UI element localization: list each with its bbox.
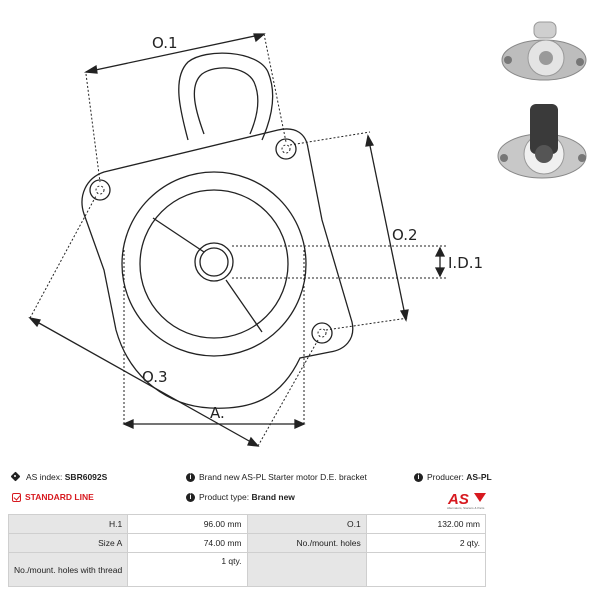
spec-key [246, 552, 367, 587]
spec-row: No./mount. holes with thread 1 qty. [7, 552, 487, 587]
spec-table: H.1 96.00 mm O.1 132.00 mm Size A 74.00 … [7, 514, 487, 587]
spec-key: Size A [7, 533, 129, 553]
product-type-value: Brand new [251, 492, 295, 502]
center-bore-inner [199, 247, 229, 277]
product-photo-back[interactable] [494, 98, 590, 184]
product-info: AS index: SBR6092S STANDARD LINE i Brand… [8, 472, 588, 512]
bracket-outer-outline [81, 128, 354, 409]
spec-key: No./mount. holes with thread [7, 552, 129, 587]
dim-label-o1: O.1 [152, 34, 178, 52]
producer-row: i Producer: AS-PL [414, 472, 492, 482]
inner-cutout [152, 217, 263, 333]
product-photo-front[interactable] [494, 18, 590, 88]
spec-value: 2 qty. [365, 533, 487, 553]
main-bore-outer [121, 171, 307, 357]
technical-drawing: O.1 O.2 O.3 I.D.1 A. [28, 33, 483, 447]
dim-label-o2: O.2 [392, 226, 418, 244]
product-type-label: Product type: [199, 492, 250, 502]
mount-hole-2 [275, 138, 297, 160]
dim-label-id1: I.D.1 [448, 254, 483, 272]
check-icon [12, 492, 21, 502]
description-text: Brand new AS-PL Starter motor D.E. brack… [199, 472, 367, 482]
mount-hole-3 [311, 322, 333, 344]
dim-label-a: A. [210, 404, 225, 422]
as-index-value: SBR6092S [64, 472, 108, 482]
spec-value: 132.00 mm [365, 514, 487, 534]
spec-row: Size A 74.00 mm No./mount. holes 2 qty. [7, 533, 487, 553]
spec-key: H.1 [7, 514, 129, 534]
mount-hole-1 [89, 179, 111, 201]
bracket-top-loop-inner [193, 67, 259, 135]
spec-value: 1 qty. [127, 552, 248, 587]
product-type-row: i Product type: Brand new [186, 492, 295, 502]
logo-text: AS [447, 491, 469, 508]
spec-key: O.1 [246, 514, 367, 534]
as-pl-logo: AS Alternators, Starters & Parts [446, 490, 490, 510]
main-bore-inner [139, 189, 289, 339]
producer-label: Producer: [427, 472, 464, 482]
info-icon: i [414, 472, 423, 482]
as-index-label: AS index: [26, 472, 63, 482]
spec-value: 74.00 mm [127, 533, 248, 553]
as-index-row: AS index: SBR6092S [12, 472, 107, 482]
center-bore-outer [194, 242, 234, 282]
info-icon: i [186, 492, 195, 502]
info-icon: i [186, 472, 195, 482]
description-row: i Brand new AS-PL Starter motor D.E. bra… [186, 472, 367, 482]
spec-value: 96.00 mm [127, 514, 248, 534]
spec-value [365, 552, 487, 587]
standard-line-label: STANDARD LINE [25, 492, 94, 502]
tag-icon [12, 472, 22, 482]
standard-line-row: STANDARD LINE [12, 492, 94, 502]
bracket-drawing-svg: O.1 O.2 O.3 I.D.1 A. [28, 33, 483, 447]
spec-key: No./mount. holes [246, 533, 367, 553]
bracket-top-loop [178, 52, 274, 141]
producer-value: AS-PL [466, 472, 492, 482]
logo-tagline: Alternators, Starters & Parts [447, 506, 485, 510]
dim-label-o3: O.3 [142, 368, 168, 386]
spec-row: H.1 96.00 mm O.1 132.00 mm [7, 514, 487, 534]
